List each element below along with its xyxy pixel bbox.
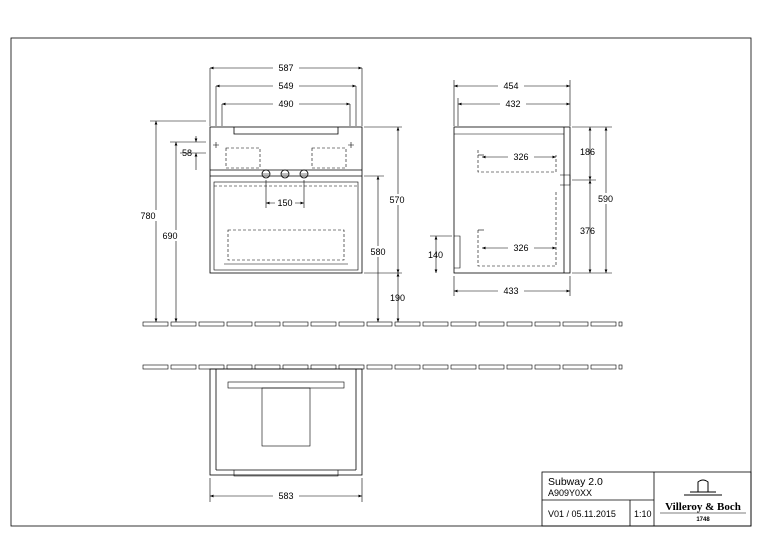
floor-segment: [506, 321, 533, 327]
floor-segment: [198, 321, 225, 327]
brand-year: 1748: [696, 517, 710, 523]
side-cabinet-body: [453, 126, 571, 274]
floor-segment: [310, 321, 337, 327]
floor-segment: [366, 321, 393, 327]
floor-segment: [282, 364, 309, 370]
dim-326-bottom: 326: [513, 243, 528, 253]
floor-segment: [226, 364, 253, 370]
floor-segment: [394, 321, 421, 327]
dim-140: 140: [428, 250, 443, 260]
floor-segment: [562, 364, 589, 370]
dim-490: 490: [278, 99, 293, 109]
floor-segment: [618, 321, 623, 327]
floor-segment: [254, 321, 281, 327]
floor-segment: [338, 321, 365, 327]
title-scale: 1:10: [634, 509, 652, 519]
dim-150: 150: [277, 198, 292, 208]
floor-segment: [422, 364, 449, 370]
floor-segment: [590, 364, 617, 370]
floor-line-2: [142, 364, 623, 370]
floor-segment: [366, 364, 393, 370]
floor-segment: [534, 321, 561, 327]
floor-segment: [422, 321, 449, 327]
title-version: V01 / 05.11.2015: [548, 509, 616, 519]
top-drawer-insert: [261, 387, 311, 447]
side-view: [453, 126, 571, 274]
floor-segment: [254, 364, 281, 370]
floor-segment: [590, 321, 617, 327]
dim-432: 432: [505, 99, 520, 109]
floor-segment: [450, 321, 477, 327]
dim-583: 583: [278, 491, 293, 501]
top-cabinet-body: [209, 368, 363, 476]
floor-segment: [338, 364, 365, 370]
top-view: [209, 368, 363, 477]
floor-segment: [618, 364, 623, 370]
dim-570: 570: [389, 195, 404, 205]
dim-580: 580: [370, 247, 385, 257]
brand-logo: Villeroy & Boch 1748: [660, 479, 746, 523]
drawing-frame: [10, 37, 752, 527]
floor-segment: [310, 364, 337, 370]
dim-186: 186: [580, 147, 595, 157]
floor-segment: [198, 364, 225, 370]
floor-line-1: [142, 321, 623, 327]
dim-780: 780: [140, 211, 155, 221]
dim-549: 549: [278, 81, 293, 91]
dim-58: 58: [182, 148, 192, 158]
front-view: [209, 126, 363, 274]
brand-name: Villeroy & Boch: [665, 501, 741, 513]
dim-433: 433: [503, 286, 518, 296]
front-cabinet-body: [209, 126, 363, 274]
floor-segment: [142, 321, 169, 327]
floor-segment: [562, 321, 589, 327]
dim-587: 587: [278, 63, 293, 73]
floor-segment: [394, 364, 421, 370]
dim-454: 454: [503, 81, 518, 91]
floor-segment: [170, 321, 197, 327]
floor-segment: [534, 364, 561, 370]
floor-segment: [450, 364, 477, 370]
floor-segment: [170, 364, 197, 370]
floor-segment: [226, 321, 253, 327]
title-block: [541, 471, 752, 527]
title-product: Subway 2.0: [548, 476, 603, 488]
dim-690: 690: [162, 231, 177, 241]
dim-326-top: 326: [513, 152, 528, 162]
floor-segment: [478, 364, 505, 370]
dim-590: 590: [598, 194, 613, 204]
floor-segment: [142, 364, 169, 370]
floor-segment: [506, 364, 533, 370]
dim-376: 376: [580, 226, 595, 236]
floor-segment: [478, 321, 505, 327]
title-code: A909Y0XX: [548, 488, 592, 498]
dim-190: 190: [390, 293, 405, 303]
floor-segment: [282, 321, 309, 327]
